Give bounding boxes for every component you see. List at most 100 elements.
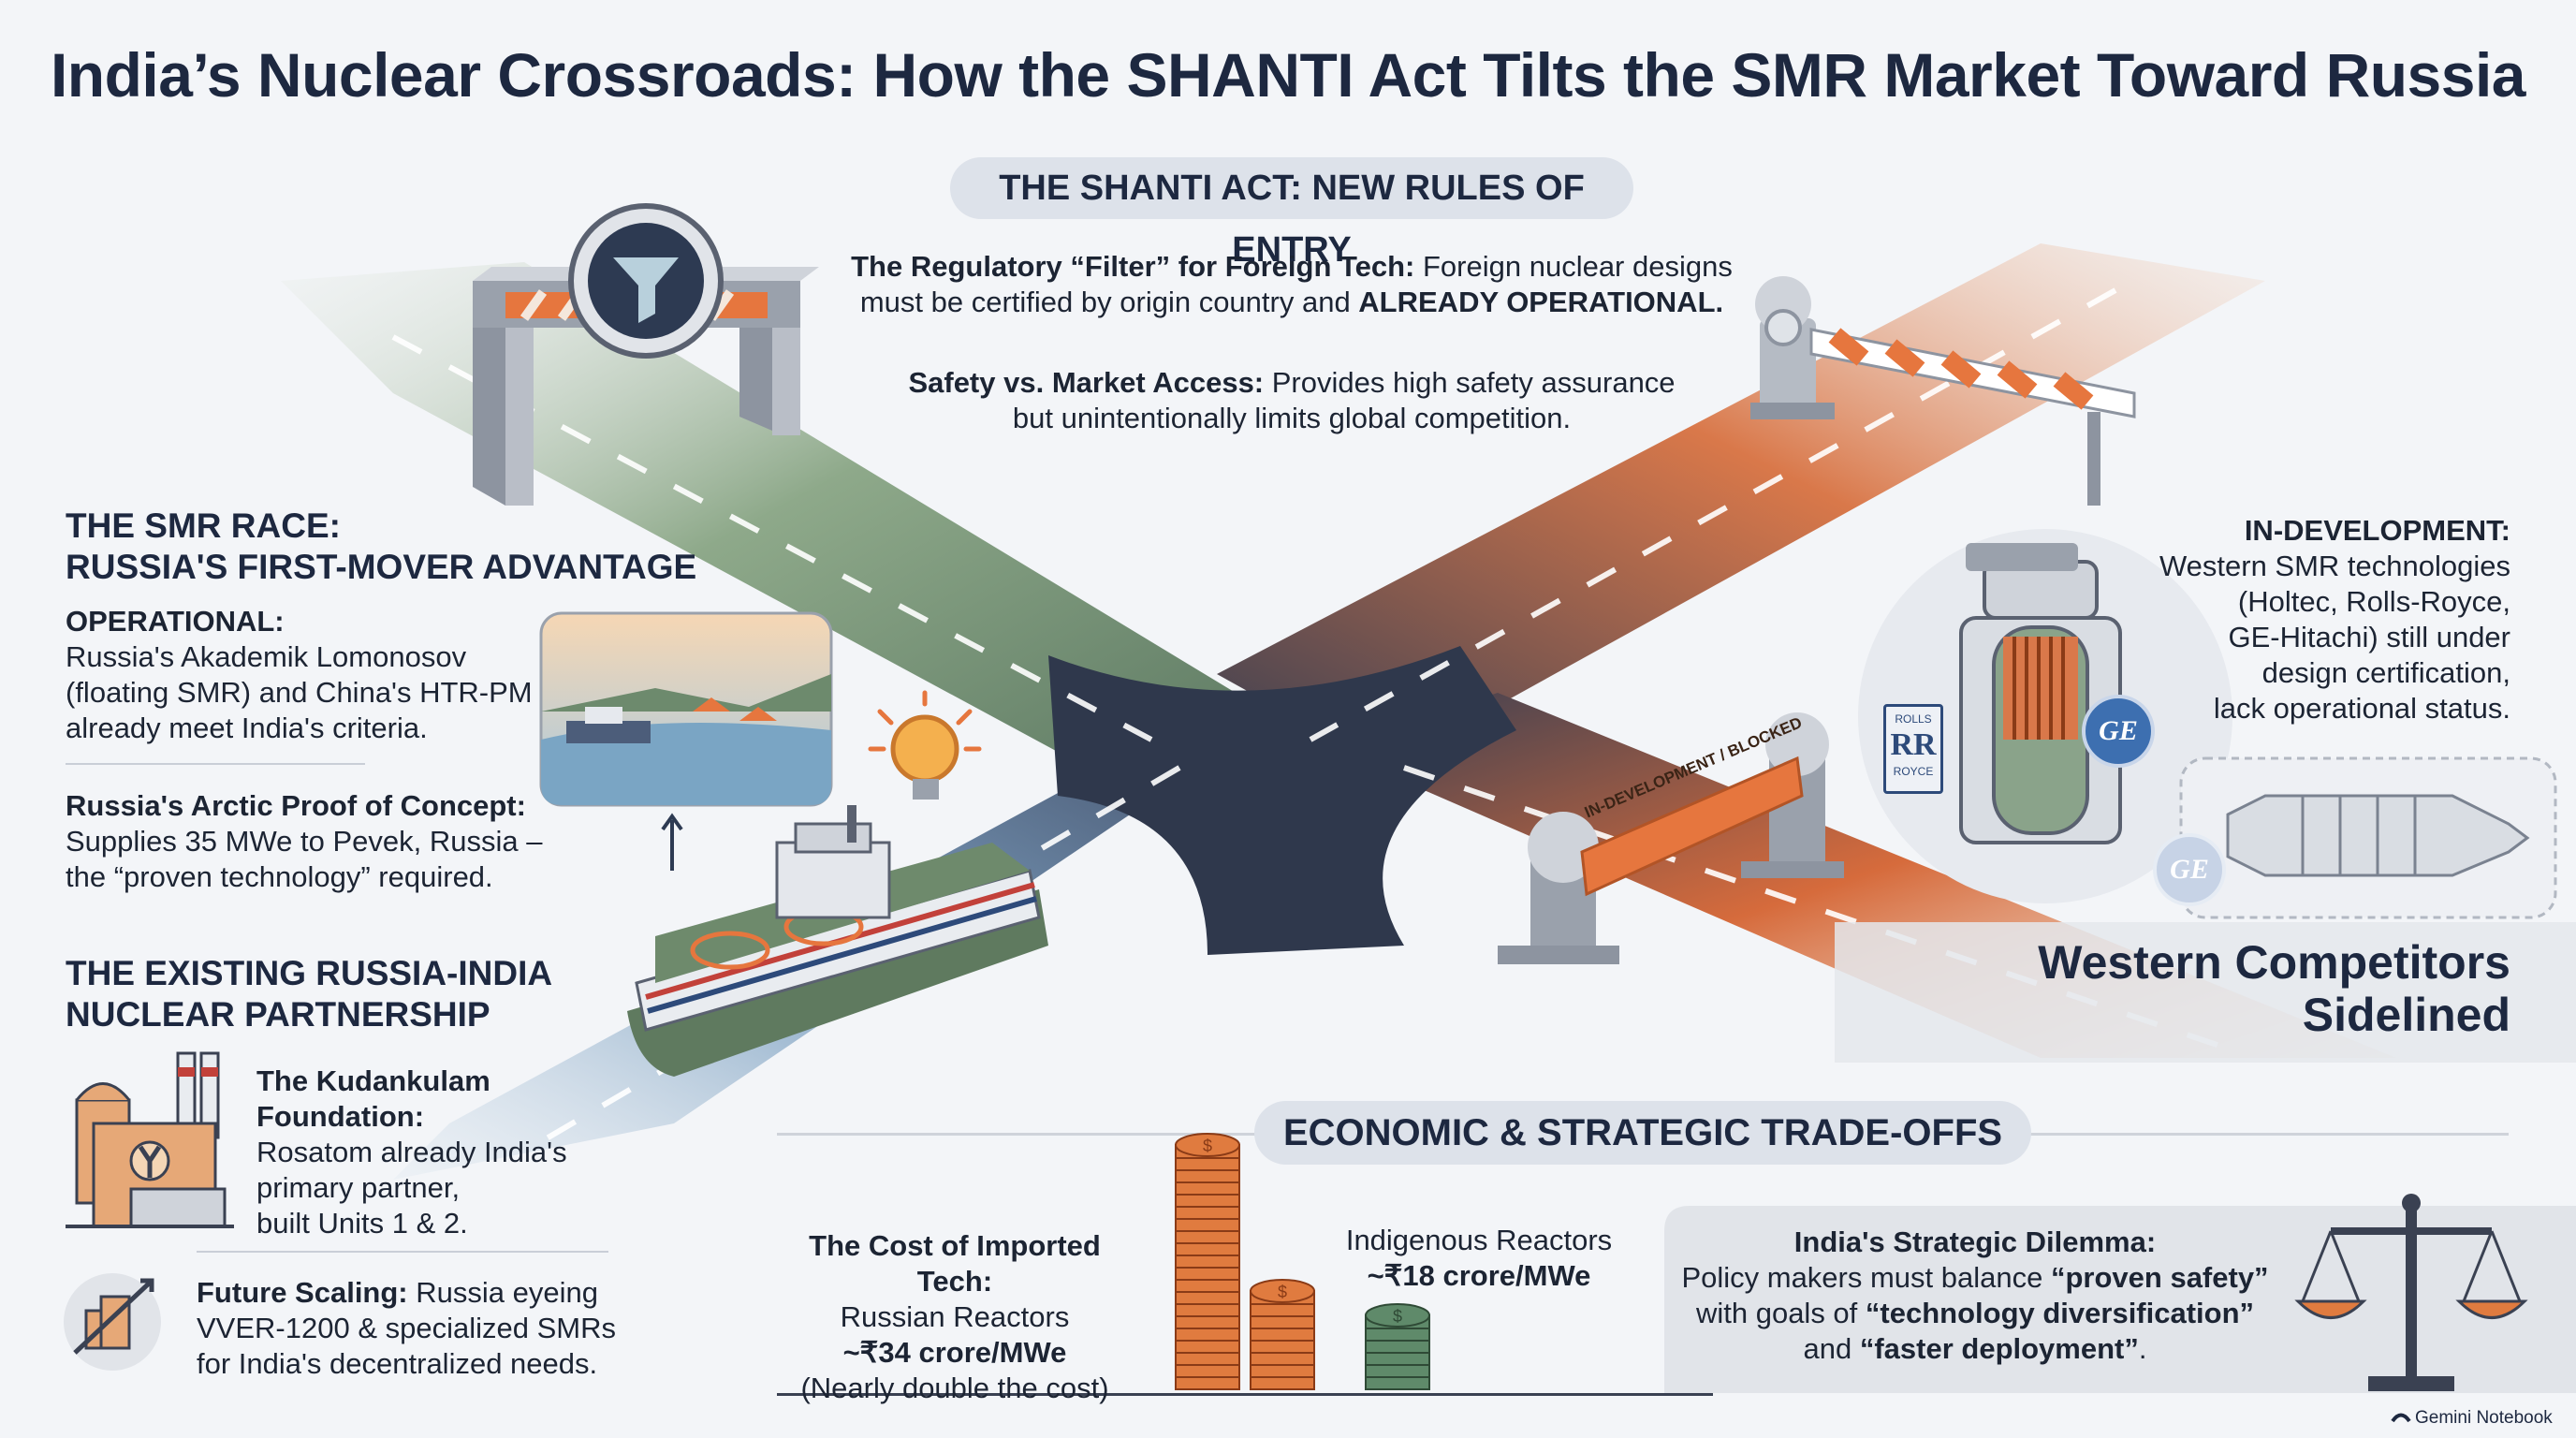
indigenous-cost-coin-stack: $	[1365, 1303, 1430, 1390]
smr-race-heading-line2: RUSSIA'S FIRST-MOVER ADVANTAGE	[66, 548, 697, 586]
western-competitors-label: Western Competitors Sidelined	[1947, 936, 2510, 1041]
shanti-act-heading: THE SHANTI ACT: NEW RULES OF ENTRY	[950, 157, 1633, 270]
coin	[1365, 1363, 1430, 1378]
future-scaling-line: for India's decentralized needs.	[197, 1347, 598, 1380]
funnel-icon	[613, 257, 679, 323]
shanti-safety-line1: Provides high safety assurance	[1264, 366, 1676, 399]
shanti-safety-bold: Safety vs. Market Access:	[908, 366, 1265, 399]
coin	[1365, 1339, 1430, 1354]
dilemma-line2-text: with goals of	[1695, 1297, 1866, 1329]
arctic-line: Supplies 35 MWe to Pevek, Russia –	[66, 825, 543, 858]
coin	[1175, 1205, 1240, 1220]
shanti-filter-line2: must be certified by origin country and	[859, 286, 1359, 318]
coin	[1175, 1254, 1240, 1269]
imported-cost-block: The Cost of Imported Tech: Russian React…	[768, 1228, 1142, 1406]
coin	[1175, 1193, 1240, 1208]
kudankulam-line: built Units 1 & 2.	[256, 1207, 468, 1240]
blocked-gate	[1498, 712, 1844, 964]
coin-top	[1365, 1303, 1430, 1328]
coin	[1175, 1351, 1240, 1366]
smr-race-heading: THE SMR RACE: RUSSIA'S FIRST-MOVER ADVAN…	[66, 506, 721, 588]
coin	[1365, 1351, 1430, 1366]
coin	[1175, 1278, 1240, 1293]
indigenous-cost-block: Indigenous Reactors ~₹18 crore/MWe	[1320, 1223, 1638, 1294]
indigenous-value: ~₹18 crore/MWe	[1367, 1259, 1591, 1292]
russian-cost-coin-stack: $	[1175, 1133, 1240, 1390]
coin	[1175, 1241, 1240, 1256]
coin	[1175, 1217, 1240, 1232]
operational-label: OPERATIONAL:	[66, 605, 285, 638]
arctic-line: the “proven technology” required.	[66, 860, 493, 893]
rolls-royce-logo: ROLLS RR ROYCE	[1883, 704, 1943, 794]
smr-race-divider	[66, 763, 365, 765]
coin	[1175, 1168, 1240, 1183]
arctic-block: Russia's Arctic Proof of Concept: Suppli…	[66, 788, 590, 895]
coin	[1175, 1327, 1240, 1342]
junction	[1048, 646, 1516, 955]
operational-line: Russia's Akademik Lomonosov	[66, 640, 467, 673]
partnership-heading: THE EXISTING RUSSIA-INDIA NUCLEAR PARTNE…	[66, 953, 665, 1035]
footer-brand: Gemini Notebook	[2415, 1408, 2553, 1428]
coin	[1175, 1266, 1240, 1281]
kudankulam-block: The Kudankulam Foundation: Rosatom alrea…	[256, 1064, 631, 1241]
kudankulam-line: Rosatom already India's	[256, 1136, 567, 1168]
economics-heading: ECONOMIC & STRATEGIC TRADE-OFFS	[1254, 1101, 2031, 1165]
shanti-filter-line1: Foreign nuclear designs	[1414, 250, 1733, 283]
kudankulam-label-1: The Kudankulam	[256, 1064, 490, 1097]
rolls-royce-logo-mark: RR	[1890, 727, 1937, 762]
coin	[1175, 1302, 1240, 1317]
coin	[1250, 1375, 1315, 1390]
turbine-graphic	[2179, 756, 2557, 919]
western-competitors-line2: Sidelined	[2302, 989, 2510, 1041]
dilemma-line2-emphasis: “technology diversification”	[1865, 1297, 2255, 1329]
in-development-line: (Holtec, Rolls-Royce,	[2237, 585, 2510, 618]
balance-scale-icon	[2294, 1194, 2528, 1391]
coin	[1175, 1156, 1240, 1171]
lightbulb-icon	[868, 690, 982, 800]
future-scaling-icon	[64, 1273, 161, 1371]
shanti-safety-line2: but unintentionally limits global compet…	[1012, 402, 1572, 434]
coin-symbol: $	[1278, 1283, 1287, 1301]
western-competitors-line1: Western Competitors	[2038, 936, 2510, 989]
smr-race-heading-line1: THE SMR RACE:	[66, 506, 341, 545]
kudankulam-plant-icon	[66, 1051, 234, 1228]
arctic-label: Russia's Arctic Proof of Concept:	[66, 789, 526, 822]
partnership-heading-line1: THE EXISTING RUSSIA-INDIA	[66, 954, 553, 992]
future-scaling-line1: Russia eyeing	[407, 1276, 598, 1309]
kudankulam-label-2: Foundation:	[256, 1100, 425, 1133]
russian-cost-coin-stack-small: $	[1250, 1279, 1315, 1390]
operational-block: OPERATIONAL: Russia's Akademik Lomonosov…	[66, 604, 552, 746]
coin	[1250, 1351, 1315, 1366]
filter-gate	[473, 203, 819, 506]
dilemma-line3-text: and	[1803, 1332, 1860, 1365]
coin	[1250, 1363, 1315, 1378]
future-scaling-line: VVER-1200 & specialized SMRs	[197, 1312, 616, 1344]
partnership-divider	[197, 1251, 608, 1253]
coin	[1175, 1375, 1240, 1390]
shanti-filter-text: The Regulatory “Filter” for Foreign Tech…	[786, 249, 1797, 320]
western-panel-bg	[1835, 922, 2576, 1063]
smr-reactor-graphic	[1858, 529, 2232, 903]
shanti-safety-text: Safety vs. Market Access: Provides high …	[786, 365, 1797, 436]
imported-cost-line: Russian Reactors	[840, 1300, 1070, 1333]
arctic-landscape-inset	[539, 611, 833, 807]
coin	[1250, 1302, 1315, 1317]
kudankulam-line: primary partner,	[256, 1171, 461, 1204]
dilemma-line1-text: Policy makers must balance	[1681, 1261, 2051, 1294]
in-development-line: Western SMR technologies	[2159, 550, 2510, 582]
dilemma-line1-emphasis: “proven safety”	[2050, 1261, 2269, 1294]
ge-logo-faded: GE	[2153, 833, 2226, 906]
coin	[1175, 1229, 1240, 1244]
indigenous-label: Indigenous Reactors	[1345, 1224, 1613, 1256]
rolls-royce-logo-bottom: ROYCE	[1893, 765, 1934, 778]
arrow-up-icon	[661, 813, 683, 831]
coin-symbol: $	[1393, 1307, 1402, 1326]
coin	[1250, 1314, 1315, 1329]
dilemma-label: India's Strategic Dilemma:	[1793, 1225, 2157, 1258]
gemini-notebook-icon	[2391, 1413, 2411, 1423]
in-development-line: GE-Hitachi) still under	[2228, 621, 2510, 653]
floating-reactor-ship	[627, 805, 1048, 1077]
coin	[1365, 1375, 1430, 1390]
